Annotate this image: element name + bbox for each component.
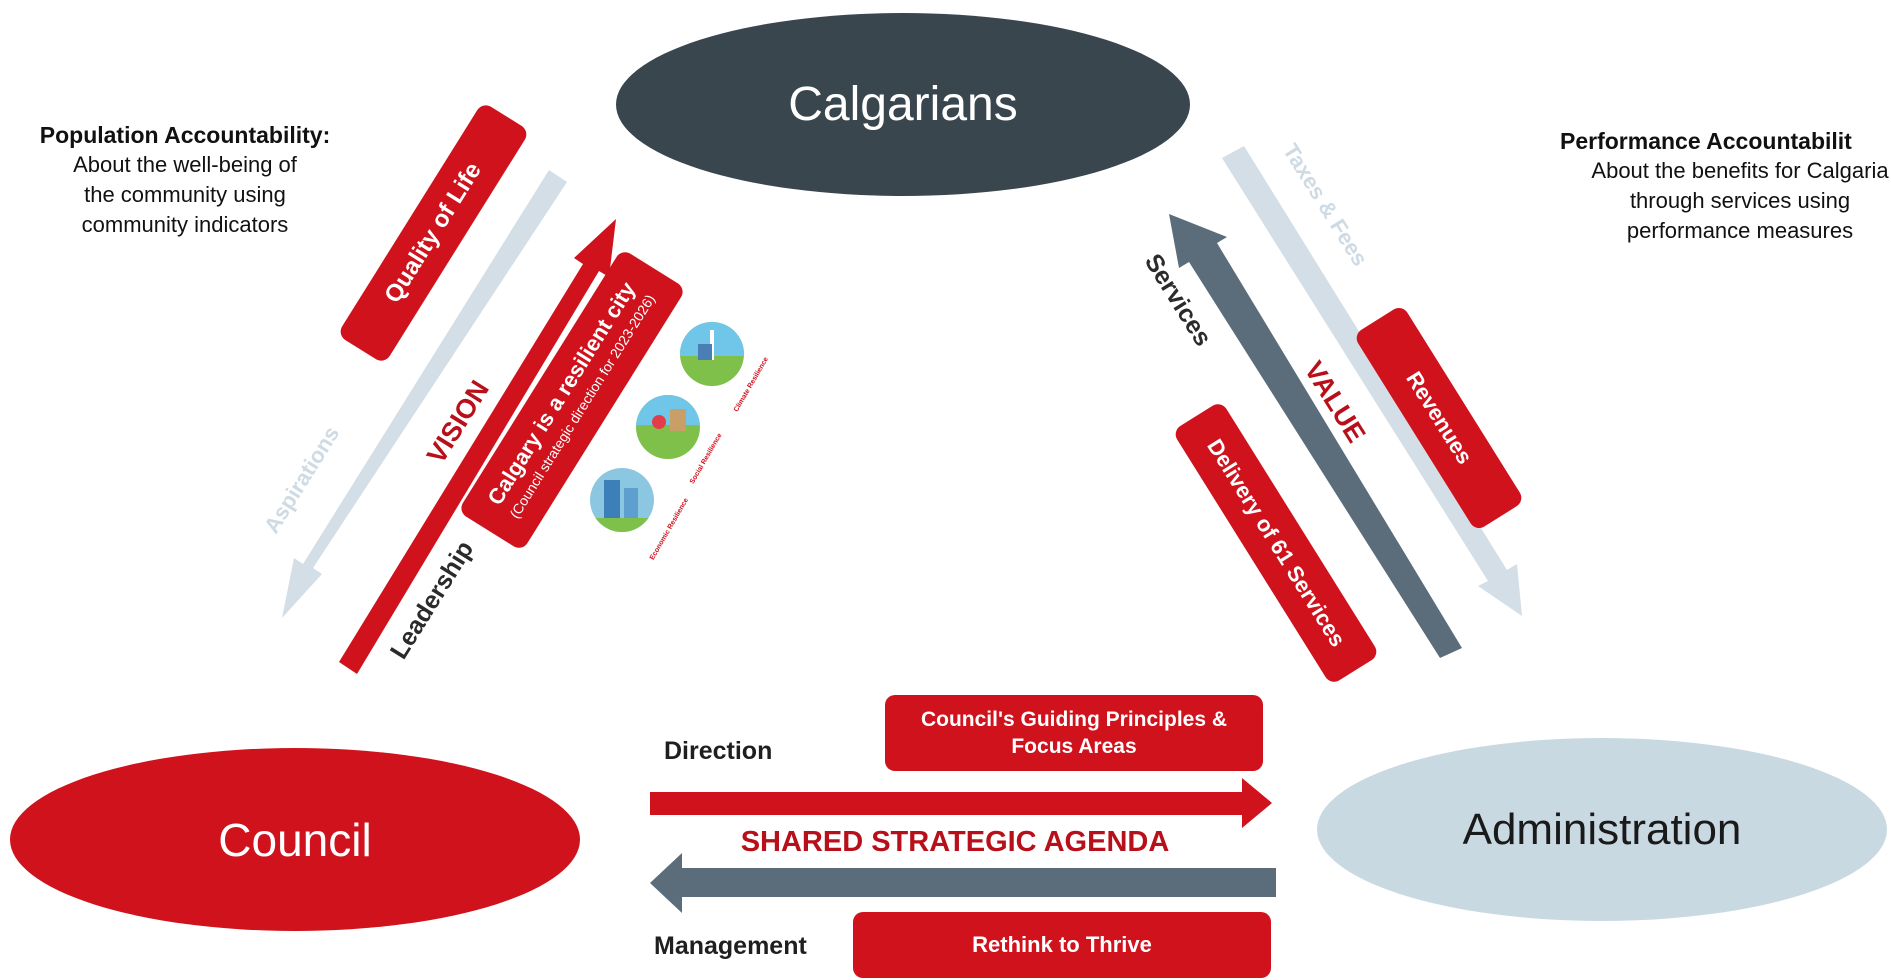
- social-resilience-illustration: [636, 395, 700, 459]
- performance-body-3: performance measures: [1626, 218, 1854, 243]
- aspirations-arrow: [282, 170, 567, 618]
- direction-label: Direction: [664, 737, 773, 765]
- shared-strategic-agenda-label: SHARED STRATEGIC AGENDA: [740, 826, 1170, 858]
- services-arrow: [1169, 214, 1462, 658]
- performance-body-2: through services using: [1629, 188, 1851, 213]
- direction-arrow: [650, 778, 1272, 828]
- management-label: Management: [654, 932, 807, 960]
- population-accountability-note: Population Accountability: About the wel…: [0, 120, 370, 240]
- population-title: Population Accountability:: [39, 122, 331, 148]
- population-body: About the well-being of the community us…: [73, 152, 297, 237]
- leadership-arrow: [339, 219, 616, 674]
- calgarians-label: Calgarians: [788, 78, 1018, 131]
- economic-resilience-illustration: [590, 468, 654, 532]
- guiding-principles-box: Council's Guiding Principles & Focus Are…: [885, 695, 1263, 771]
- administration-label: Administration: [1462, 804, 1742, 854]
- management-arrow: [650, 853, 1276, 913]
- taxes-fees-arrow: [1222, 146, 1522, 616]
- performance-accountability-note: Performance Accountabilit About the bene…: [1540, 126, 1891, 246]
- guiding-principles-label: Council's Guiding Principles & Focus Are…: [920, 708, 1228, 758]
- performance-title: Performance Accountabilit: [1560, 128, 1852, 154]
- rethink-to-thrive-label: Rethink to Thrive: [972, 932, 1152, 957]
- rethink-to-thrive-box: Rethink to Thrive: [853, 912, 1271, 978]
- council-node: Council: [10, 748, 580, 931]
- climate-resilience-illustration: [680, 322, 744, 386]
- council-label: Council: [218, 813, 372, 866]
- administration-node: Administration: [1317, 738, 1887, 921]
- performance-body-1: About the benefits for Calgaria: [1591, 158, 1889, 183]
- calgarians-node: Calgarians: [616, 13, 1190, 196]
